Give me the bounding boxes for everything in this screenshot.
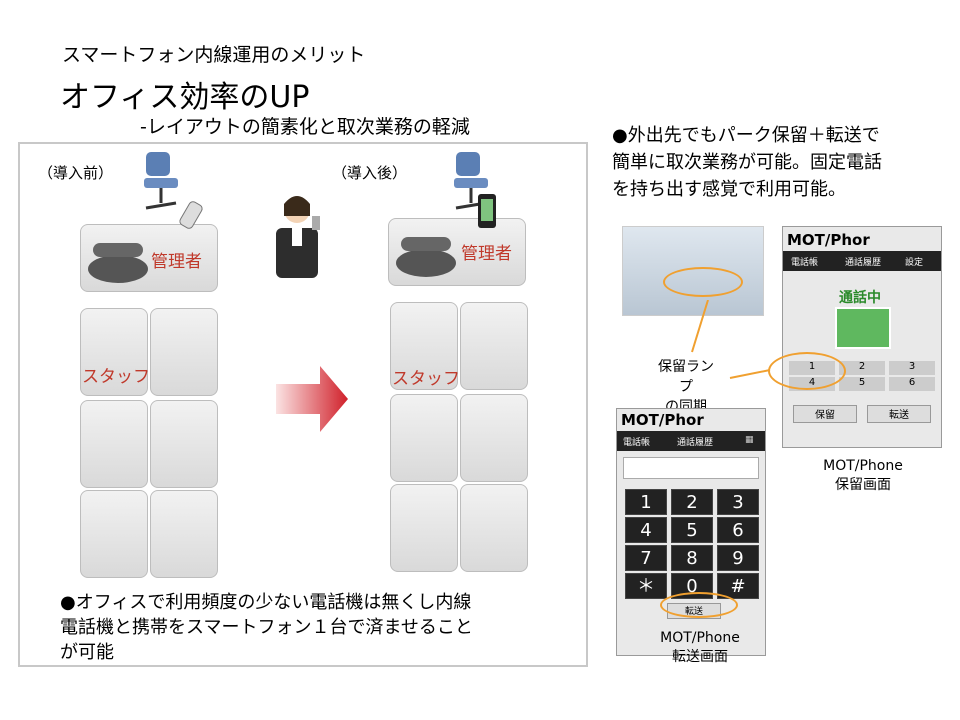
line-button[interactable]: 3 xyxy=(889,361,935,375)
staff-desk xyxy=(150,490,218,578)
transfer-screen: MOT/Phor 電話帳 通話履歴 ▦ 1 2 3 4 5 6 7 8 9 ＊ … xyxy=(616,408,766,656)
hold-button[interactable]: 保留 xyxy=(793,405,857,423)
bottom-note: ●オフィスで利用頻度の少ない電話機は無くし内線 電話機と携帯をスマートフォン１台… xyxy=(60,590,473,665)
keypad-key[interactable]: ＊ xyxy=(625,573,667,599)
arrow-right-icon xyxy=(276,366,348,432)
hold-screen: MOT/Phor 電話帳 通話履歴 設定 通話中 1 2 3 4 5 6 保留 … xyxy=(782,226,942,448)
keypad-key[interactable]: # xyxy=(717,573,759,599)
right-bullet-text: ●外出先でもパーク保留＋転送で 簡単に取次業務が可能。固定電話 を持ち出す感覚で… xyxy=(612,122,942,203)
after-label: （導入後） xyxy=(332,164,408,182)
tab-phonebook[interactable]: 電話帳 xyxy=(623,438,651,448)
smartphone-icon xyxy=(478,194,496,228)
bottom-note-line: 電話機と携帯をスマートフォン１台で済ませること xyxy=(60,617,473,638)
keypad-icon[interactable]: ▦ xyxy=(745,435,754,445)
keypad-key[interactable]: 4 xyxy=(625,517,667,543)
keypad-key[interactable]: 9 xyxy=(717,545,759,571)
keypad-key[interactable]: 8 xyxy=(671,545,713,571)
sync-label-line: 保留ラン xyxy=(658,359,714,375)
sync-label: 保留ラン プ の同期 xyxy=(646,356,726,416)
sync-label-line: プ xyxy=(679,379,693,395)
staff-desk xyxy=(80,490,148,578)
keypad-key[interactable]: 7 xyxy=(625,545,667,571)
callout-line xyxy=(691,300,771,379)
subheading: -レイアウトの簡素化と取次業務の軽減 xyxy=(140,116,470,138)
tab-bar: 電話帳 通話履歴 ▦ xyxy=(617,431,765,451)
bottom-note-line: が可能 xyxy=(60,642,114,663)
caption-line: 転送画面 xyxy=(672,649,728,665)
line-button[interactable]: 2 xyxy=(839,361,885,375)
call-status: 通話中 xyxy=(839,290,881,306)
highlight-ring xyxy=(663,267,743,297)
person-with-phone-icon xyxy=(276,196,320,278)
tab-bar: 電話帳 通話履歴 設定 xyxy=(783,251,941,271)
transfer-caption: MOT/Phone 転送画面 xyxy=(640,630,760,666)
manager-desk-before: 管理者 xyxy=(80,224,218,292)
caption-line: MOT/Phone xyxy=(823,458,903,474)
tab-settings[interactable]: 設定 xyxy=(905,258,924,268)
desk-phone-photo xyxy=(622,226,764,316)
chair-icon xyxy=(454,152,488,210)
chair-icon xyxy=(144,152,178,210)
before-label: （導入前） xyxy=(38,164,114,182)
manager-desk-after: 管理者 xyxy=(388,218,526,286)
manager-label: 管理者 xyxy=(151,252,202,272)
staff-desk xyxy=(150,308,218,396)
keypad-key[interactable]: 5 xyxy=(671,517,713,543)
keypad-key[interactable]: 2 xyxy=(671,489,713,515)
keypad-key[interactable]: 6 xyxy=(717,517,759,543)
desk-phone-icon xyxy=(88,243,148,283)
bottom-note-line: ●オフィスで利用頻度の少ない電話機は無くし内線 xyxy=(60,592,472,613)
app-logo: MOT/Phor xyxy=(787,231,870,249)
bullet-line: ●外出先でもパーク保留＋転送で xyxy=(612,125,880,146)
bullet-line: 簡単に取次業務が可能。固定電話 xyxy=(612,152,882,173)
transfer-button[interactable]: 転送 xyxy=(867,405,931,423)
staff-label: スタッフ xyxy=(82,367,150,387)
caption-line: 保留画面 xyxy=(835,477,891,493)
staff-desk xyxy=(460,302,528,390)
line-button[interactable]: 6 xyxy=(889,377,935,391)
staff-desk xyxy=(390,484,458,572)
highlight-ring xyxy=(660,592,738,618)
line-button[interactable]: 5 xyxy=(839,377,885,391)
tab-history[interactable]: 通話履歴 xyxy=(677,438,714,448)
staff-desk xyxy=(460,394,528,482)
staff-label: スタッフ xyxy=(392,369,460,389)
keypad-key[interactable]: 3 xyxy=(717,489,759,515)
tab-history[interactable]: 通話履歴 xyxy=(845,258,882,268)
layout-comparison-panel: （導入前） （導入後） 管理者 管理者 スタッフ スタッフ ●オフィスで利用頻度… xyxy=(18,142,588,667)
desk-phone-icon xyxy=(396,237,456,277)
staff-desk xyxy=(460,484,528,572)
keypad-key[interactable]: 1 xyxy=(625,489,667,515)
bullet-line: を持ち出す感覚で利用可能。 xyxy=(612,179,846,200)
staff-desk xyxy=(150,400,218,488)
call-status-icon xyxy=(835,307,891,349)
staff-desk xyxy=(80,400,148,488)
staff-desk xyxy=(390,394,458,482)
dial-input[interactable] xyxy=(623,457,759,479)
flip-phone-icon xyxy=(179,201,203,229)
app-logo: MOT/Phor xyxy=(621,411,704,429)
staff-desk xyxy=(80,308,148,396)
manager-label: 管理者 xyxy=(461,244,512,264)
tab-phonebook[interactable]: 電話帳 xyxy=(791,258,819,268)
hold-caption: MOT/Phone 保留画面 xyxy=(798,458,928,494)
caption-line: MOT/Phone xyxy=(660,630,740,646)
subtitle: スマートフォン内線運用のメリット xyxy=(62,44,366,66)
page-title: オフィス効率のUP xyxy=(60,80,310,115)
staff-desk xyxy=(390,302,458,390)
